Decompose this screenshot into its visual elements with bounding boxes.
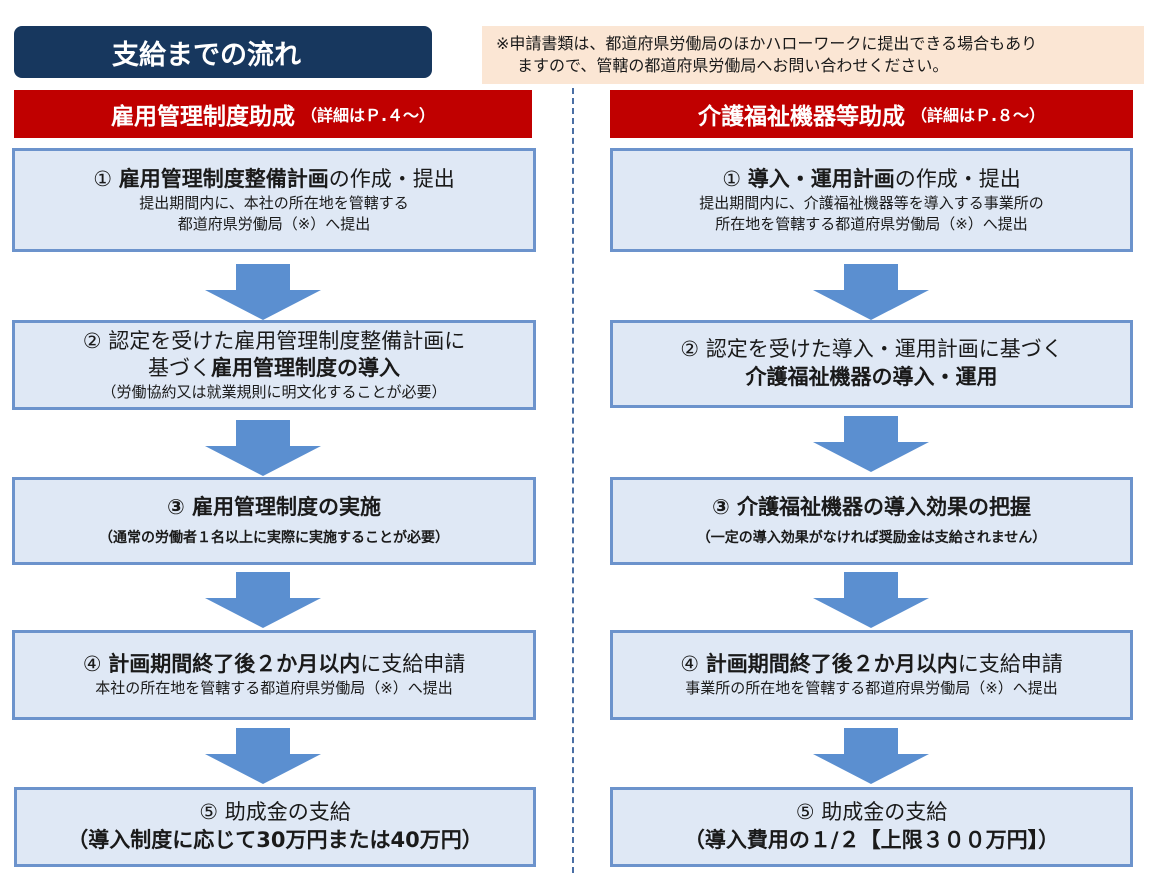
step-sub: 都道府県労働局（※）へ提出	[177, 214, 371, 233]
left-step2-box: ② 認定を受けた雇用管理制度整備計画に 基づく雇用管理制度の導入 （労働協約又は…	[12, 320, 536, 410]
step-bold: 雇用管理制度の導入	[211, 355, 400, 380]
step-title: ④ 計画期間終了後２か月以内に支給申請	[83, 651, 466, 678]
step-sub: 本社の所在地を管轄する都道府県労働局（※）へ提出	[95, 679, 453, 697]
column-divider	[572, 88, 574, 873]
step-bold: 計画期間終了後２か月以内	[705, 652, 958, 676]
right-step1-box: ① 導入・運用計画の作成・提出 提出期間内に、介護福祉機器等を導入する事業所の …	[610, 148, 1133, 252]
page-title: 支給までの流れ	[14, 26, 432, 78]
down-arrow-icon	[205, 572, 321, 632]
left-header-title: 雇用管理制度助成	[110, 104, 295, 130]
step-rest: の作成・提出	[328, 166, 455, 191]
step-title: 基づく雇用管理制度の導入	[148, 355, 400, 382]
down-arrow-icon	[205, 728, 321, 788]
right-step4-box: ④ 計画期間終了後２か月以内に支給申請 事業所の所在地を管轄する都道府県労働局（…	[610, 630, 1133, 720]
left-step1-box: ① 雇用管理制度整備計画の作成・提出 提出期間内に、本社の所在地を管轄する 都道…	[12, 148, 536, 252]
step-rest: に支給申請	[360, 652, 466, 676]
step-sub: 提出期間内に、本社の所在地を管轄する	[139, 193, 409, 212]
down-arrow-icon	[813, 416, 929, 476]
step-bold: 計画期間終了後２か月以内	[108, 652, 361, 676]
step-rest: に支給申請	[957, 652, 1063, 676]
step-title: ⑤ 助成金の支給	[199, 800, 351, 824]
step-sub: 事業所の所在地を管轄する都道府県労働局（※）へ提出	[685, 679, 1058, 697]
step-sub: 提出期間内に、介護福祉機器等を導入する事業所の	[699, 193, 1044, 212]
note-line: ※申請書類は、都道府県労働局のほかハローワークに提出できる場合もあり	[496, 34, 1038, 53]
left-step5-box: ⑤ 助成金の支給 （導入制度に応じて30万円または40万円）	[14, 787, 536, 867]
step-sub: 所在地を管轄する都道府県労働局（※）へ提出	[715, 214, 1028, 233]
step-title: ① 導入・運用計画の作成・提出	[722, 166, 1021, 193]
step-number: ④	[82, 652, 102, 676]
down-arrow-icon	[813, 264, 929, 324]
step-title: ③ 雇用管理制度の実施	[166, 495, 382, 519]
step-number: ①	[93, 166, 113, 191]
step-bold: 雇用管理制度整備計画	[118, 166, 329, 191]
step-sub: （労働協約又は就業規則に明文化することが必要）	[101, 382, 447, 401]
right-step2-box: ② 認定を受けた導入・運用計画に基づく 介護福祉機器の導入・運用	[610, 320, 1133, 408]
down-arrow-icon	[813, 572, 929, 632]
step-title: ③ 介護福祉機器の導入効果の把握	[711, 495, 1032, 519]
step-rest: 基づく	[148, 355, 211, 380]
right-step5-box: ⑤ 助成金の支給 （導入費用の１/２【上限３００万円】）	[610, 787, 1133, 867]
step-sub: （通常の労働者１名以上に実際に実施することが必要）	[99, 530, 449, 546]
note-box: ※申請書類は、都道府県労働局のほかハローワークに提出できる場合もあり ますので、…	[482, 26, 1144, 84]
down-arrow-icon	[813, 728, 929, 788]
right-header-detail: （詳細はＰ.８～）	[910, 106, 1046, 125]
left-column-header: 雇用管理制度助成 （詳細はＰ.４～）	[14, 90, 532, 138]
step-title: ② 認定を受けた導入・運用計画に基づく	[680, 337, 1063, 361]
step-title: ① 雇用管理制度整備計画の作成・提出	[93, 166, 455, 193]
step-title: 介護福祉機器の導入・運用	[745, 365, 998, 389]
left-header-detail: （詳細はＰ.４～）	[300, 106, 436, 125]
left-step3-box: ③ 雇用管理制度の実施 （通常の労働者１名以上に実際に実施することが必要）	[12, 477, 536, 565]
step-title: ⑤ 助成金の支給	[795, 800, 948, 824]
step-bold: 導入・運用計画	[747, 166, 895, 191]
note-line: ますので、管轄の都道府県労働局へお問い合わせください。	[517, 56, 949, 75]
step-title: ② 認定を受けた雇用管理制度整備計画に	[82, 328, 466, 353]
down-arrow-icon	[205, 264, 321, 324]
step-title: ④ 計画期間終了後２か月以内に支給申請	[680, 651, 1063, 678]
step-title: （導入制度に応じて30万円または40万円）	[67, 828, 483, 852]
right-header-title: 介護福祉機器等助成	[697, 104, 905, 130]
step-title: （導入費用の１/２【上限３００万円】）	[683, 828, 1060, 852]
right-step3-box: ③ 介護福祉機器の導入効果の把握 （一定の導入効果がなければ奨励金は支給されませ…	[610, 477, 1133, 565]
step-sub: （一定の導入効果がなければ奨励金は支給されません）	[696, 530, 1047, 546]
right-column-header: 介護福祉機器等助成 （詳細はＰ.８～）	[610, 90, 1133, 138]
left-step4-box: ④ 計画期間終了後２か月以内に支給申請 本社の所在地を管轄する都道府県労働局（※…	[12, 630, 536, 720]
step-number: ④	[680, 652, 700, 676]
step-rest: の作成・提出	[894, 166, 1021, 191]
step-number: ①	[722, 166, 742, 191]
down-arrow-icon	[205, 420, 321, 480]
